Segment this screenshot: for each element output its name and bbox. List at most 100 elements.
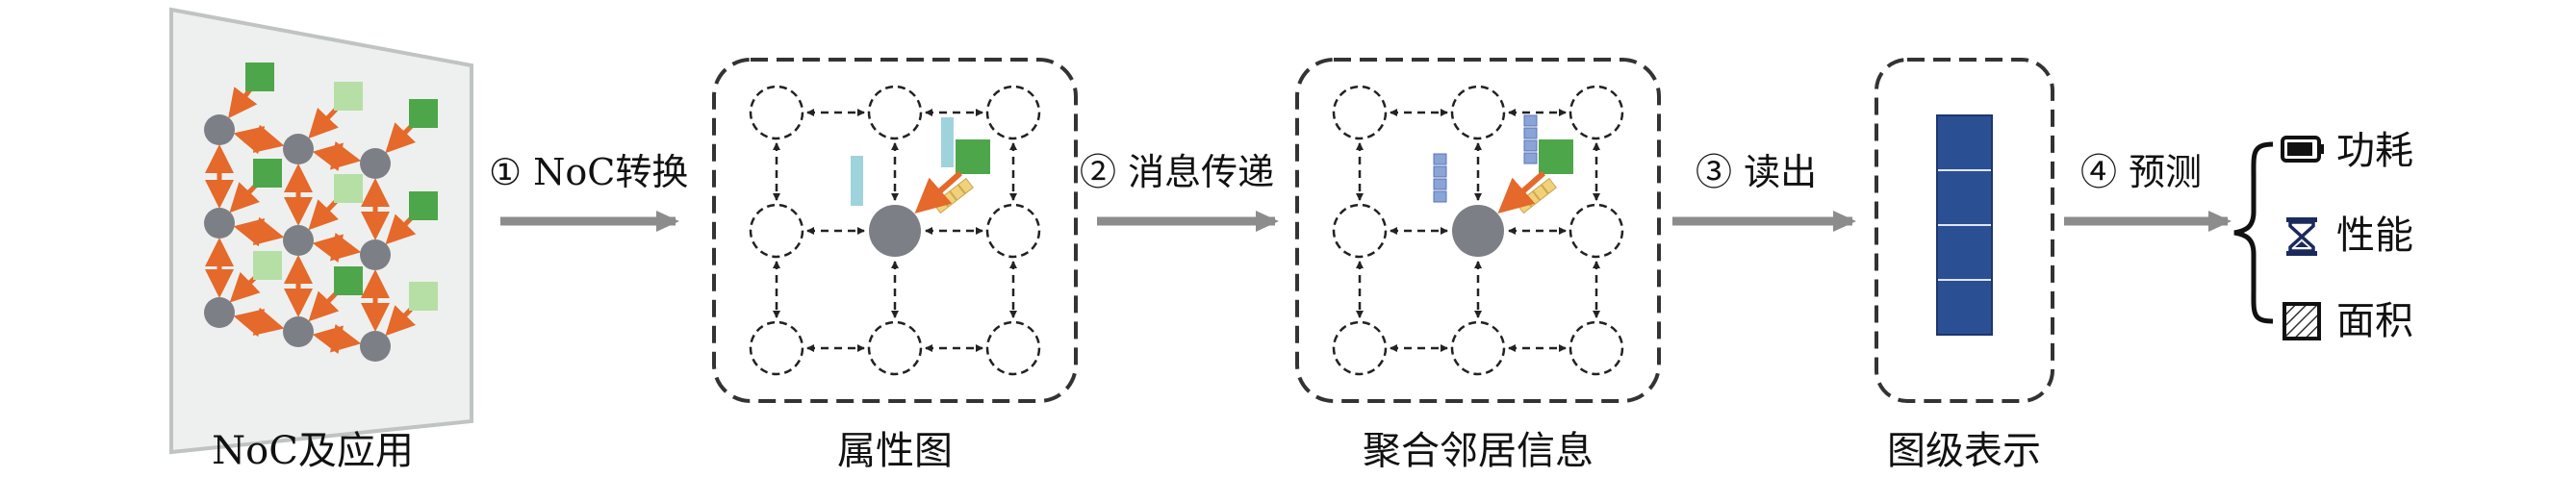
noc-router xyxy=(283,134,314,164)
noc-router xyxy=(204,114,235,145)
noc-link xyxy=(233,124,285,155)
noc-core-link xyxy=(228,86,258,119)
node-embedding-cell xyxy=(1523,152,1538,164)
graph-node xyxy=(1332,85,1388,140)
caption-graph-repr: 图级表示 xyxy=(1887,429,2041,473)
noc-link xyxy=(312,323,362,355)
graph-repr-frame xyxy=(1875,58,2054,403)
node-embedding-cell xyxy=(1433,153,1447,165)
noc-core xyxy=(253,159,282,188)
noc-core-link xyxy=(308,104,342,139)
output-label-performance: 性能 xyxy=(2336,214,2413,258)
noc-router xyxy=(204,297,235,328)
vector-cell xyxy=(1936,224,1993,281)
attr-graph-panel xyxy=(712,58,1078,403)
graph-node xyxy=(1332,203,1388,259)
noc-link xyxy=(312,232,362,264)
step-label-4: ④ 预测 xyxy=(2080,151,2202,193)
noc-chip-plane xyxy=(169,7,473,455)
noc-core xyxy=(409,191,438,220)
noc-router xyxy=(360,148,391,179)
graph-node xyxy=(1450,320,1506,376)
outputs: 功耗 性能 面积 xyxy=(2233,129,2413,343)
graph-vector xyxy=(1936,114,1993,336)
noc-router xyxy=(283,225,314,256)
noc-panel xyxy=(169,7,473,455)
noc-routers xyxy=(204,114,391,362)
message-cell xyxy=(949,184,966,201)
node-embedding-cell xyxy=(1433,190,1447,203)
message-vector xyxy=(932,177,974,214)
message-vector xyxy=(1516,177,1557,214)
output-label-power: 功耗 xyxy=(2336,129,2413,173)
vector-outline xyxy=(1936,114,1993,336)
message-arrow xyxy=(1497,170,1545,214)
graph-node xyxy=(749,320,804,376)
core-feature-block xyxy=(956,139,990,174)
noc-router xyxy=(360,239,391,270)
center-node xyxy=(869,205,921,257)
hatched-square-icon xyxy=(2283,302,2321,340)
caption-attr-graph: 属性图 xyxy=(837,429,953,473)
aggregate-frame xyxy=(1295,58,1661,403)
step-label-3: ③ 读出 xyxy=(1696,151,1817,193)
aggregate-panel xyxy=(1295,58,1661,403)
vector-cell xyxy=(1936,114,1993,171)
node-embedding-cell xyxy=(1433,165,1447,178)
noc-link xyxy=(233,307,285,338)
graph-repr-panel xyxy=(1875,58,2054,403)
graph-node xyxy=(1569,85,1624,140)
graph-node xyxy=(867,320,923,376)
noc-router xyxy=(360,331,391,362)
graph-node xyxy=(1569,320,1624,376)
attr-graph xyxy=(749,85,1041,376)
noc-link xyxy=(312,140,362,172)
message-cell xyxy=(957,177,974,194)
noc-core-link xyxy=(308,196,342,231)
vector-cell xyxy=(1936,279,1993,336)
attr-graph-frame xyxy=(712,58,1078,403)
noc-core xyxy=(409,282,438,311)
graph-node xyxy=(1450,85,1506,140)
graph-node xyxy=(867,85,923,140)
graph-node xyxy=(985,320,1041,376)
noc-core xyxy=(253,251,282,280)
output-label-area: 面积 xyxy=(2336,299,2413,343)
noc-router xyxy=(283,316,314,347)
message-cell xyxy=(1532,184,1549,201)
noc-core xyxy=(409,99,438,128)
graph-node xyxy=(749,203,804,259)
graph-node xyxy=(1569,203,1624,259)
node-embedding-cell xyxy=(1523,139,1538,152)
step-label-1: ① NoC转换 xyxy=(489,151,688,193)
noc-core xyxy=(245,63,274,91)
vector-cell xyxy=(1936,169,1993,226)
node-feature-bar xyxy=(851,156,863,206)
message-cell xyxy=(1541,177,1557,194)
aggregate-graph xyxy=(1332,85,1624,376)
caption-aggregate: 聚合邻居信息 xyxy=(1363,429,1594,473)
noc-router xyxy=(204,208,235,239)
core-feature-block xyxy=(1539,139,1573,174)
graph-node xyxy=(985,85,1041,140)
node-embedding-cell xyxy=(1523,127,1538,139)
graph-node xyxy=(1332,320,1388,376)
noc-core xyxy=(334,266,363,295)
node-embedding-cell xyxy=(1433,178,1447,190)
graph-node xyxy=(749,85,804,140)
noc-link xyxy=(233,216,285,247)
message-arrow xyxy=(914,170,962,214)
caption-noc: NoC及应用 xyxy=(212,429,414,473)
noc-core xyxy=(334,82,363,111)
center-node xyxy=(1452,205,1504,257)
node-embedding-cell xyxy=(1523,114,1538,127)
curly-brace xyxy=(2233,141,2274,324)
step-label-2: ② 消息传递 xyxy=(1080,151,1274,193)
battery-icon xyxy=(2281,136,2324,163)
hourglass-icon xyxy=(2286,217,2317,256)
noc-core xyxy=(334,174,363,203)
node-feature-bar xyxy=(941,117,954,167)
noc-cores xyxy=(245,63,438,311)
graph-node xyxy=(985,203,1041,259)
